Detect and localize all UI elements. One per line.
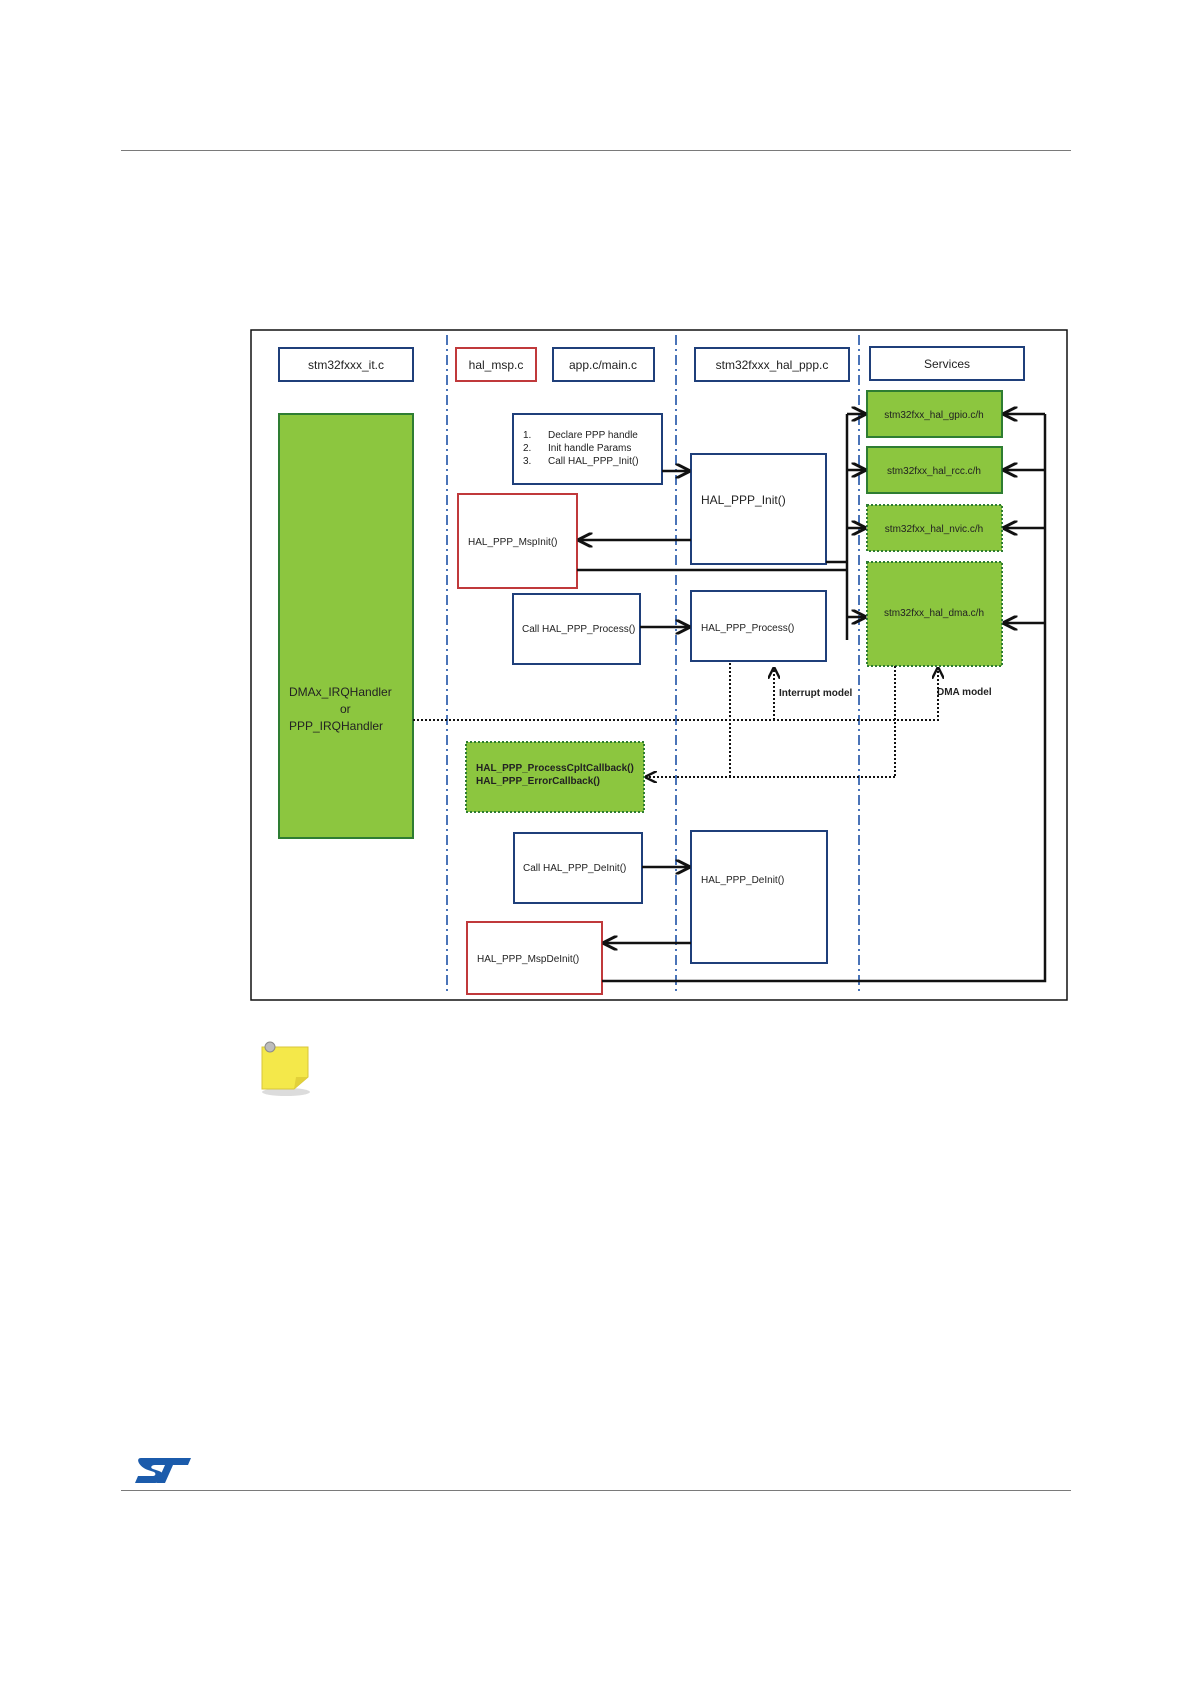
header-hal-ppp: stm32fxxx_hal_ppp.c [694,347,850,382]
service-rcc-label: stm32fxx_hal_rcc.c/h [887,466,981,477]
header-msp: hal_msp.c [455,347,537,382]
header-services-label: Services [924,357,970,371]
step-1-text: Declare PPP handle [548,430,638,441]
st-logo [135,1458,191,1483]
call-process-label: Call HAL_PPP_Process() [522,624,635,635]
irq-line-1: DMAx_IRQHandler [289,685,392,699]
callback-line-2: HAL_PPP_ErrorCallback() [476,776,600,787]
service-gpio-label: stm32fxx_hal_gpio.c/h [884,410,984,421]
msp-deinit-box: HAL_PPP_MspDeInit() [466,921,603,995]
hal-init-box: HAL_PPP_Init() [690,453,827,565]
service-nvic-box: stm32fxx_hal_nvic.c/h [866,504,1003,552]
hal-process-box: HAL_PPP_Process() [690,590,827,662]
header-services: Services [869,346,1025,381]
service-gpio-box: stm32fxx_hal_gpio.c/h [866,390,1003,438]
header-it-label: stm32fxxx_it.c [308,358,384,372]
solid-arrows [577,414,1047,983]
header-hal-ppp-label: stm32fxxx_hal_ppp.c [716,358,829,372]
call-process-box: Call HAL_PPP_Process() [512,593,641,665]
msp-deinit-label: HAL_PPP_MspDeInit() [477,954,579,965]
service-nvic-label: stm32fxx_hal_nvic.c/h [885,524,983,535]
header-msp-label: hal_msp.c [469,358,524,372]
call-deinit-box: Call HAL_PPP_DeInit() [513,832,643,904]
call-deinit-label: Call HAL_PPP_DeInit() [523,863,626,874]
dma-model-label: DMA model [937,687,992,698]
service-dma-box: stm32fxx_hal_dma.c/h [866,561,1003,667]
header-main: app.c/main.c [552,347,655,382]
hal-deinit-label: HAL_PPP_DeInit() [701,875,784,886]
service-rcc-box: stm32fxx_hal_rcc.c/h [866,446,1003,494]
msp-init-box: HAL_PPP_MspInit() [457,493,578,589]
step-1-num: 1. [523,430,531,441]
irq-line-2: or [340,702,351,716]
step-2-text: Init handle Params [548,443,631,454]
irq-handler-box: DMAx_IRQHandler or PPP_IRQHandler [278,413,414,839]
step-3-text: Call HAL_PPP_Init() [548,456,639,467]
main-steps-box: 1. Declare PPP handle 2. Init handle Par… [512,413,663,485]
msp-init-label: HAL_PPP_MspInit() [468,537,557,548]
note-icon [261,1041,310,1096]
hal-init-label: HAL_PPP_Init() [701,493,786,507]
irq-line-3: PPP_IRQHandler [289,719,383,733]
service-dma-label: stm32fxx_hal_dma.c/h [884,608,984,619]
column-separators [446,335,860,994]
header-main-label: app.c/main.c [569,358,637,372]
hal-flow-diagram: stm32fxxx_it.c hal_msp.c app.c/main.c st… [250,329,1068,1001]
step-2-num: 2. [523,443,531,454]
dotted-arrows [413,663,938,777]
callbacks-box: HAL_PPP_ProcessCpltCallback() HAL_PPP_Er… [465,741,645,813]
interrupt-model-label: Interrupt model [779,688,853,699]
footer-rule [121,1490,1071,1491]
header-it: stm32fxxx_it.c [278,347,414,382]
callback-line-1: HAL_PPP_ProcessCpltCallback() [476,763,634,774]
hal-deinit-box: HAL_PPP_DeInit() [690,830,828,964]
step-3-num: 3. [523,456,531,467]
header-rule [121,150,1071,151]
hal-process-label: HAL_PPP_Process() [701,623,794,634]
